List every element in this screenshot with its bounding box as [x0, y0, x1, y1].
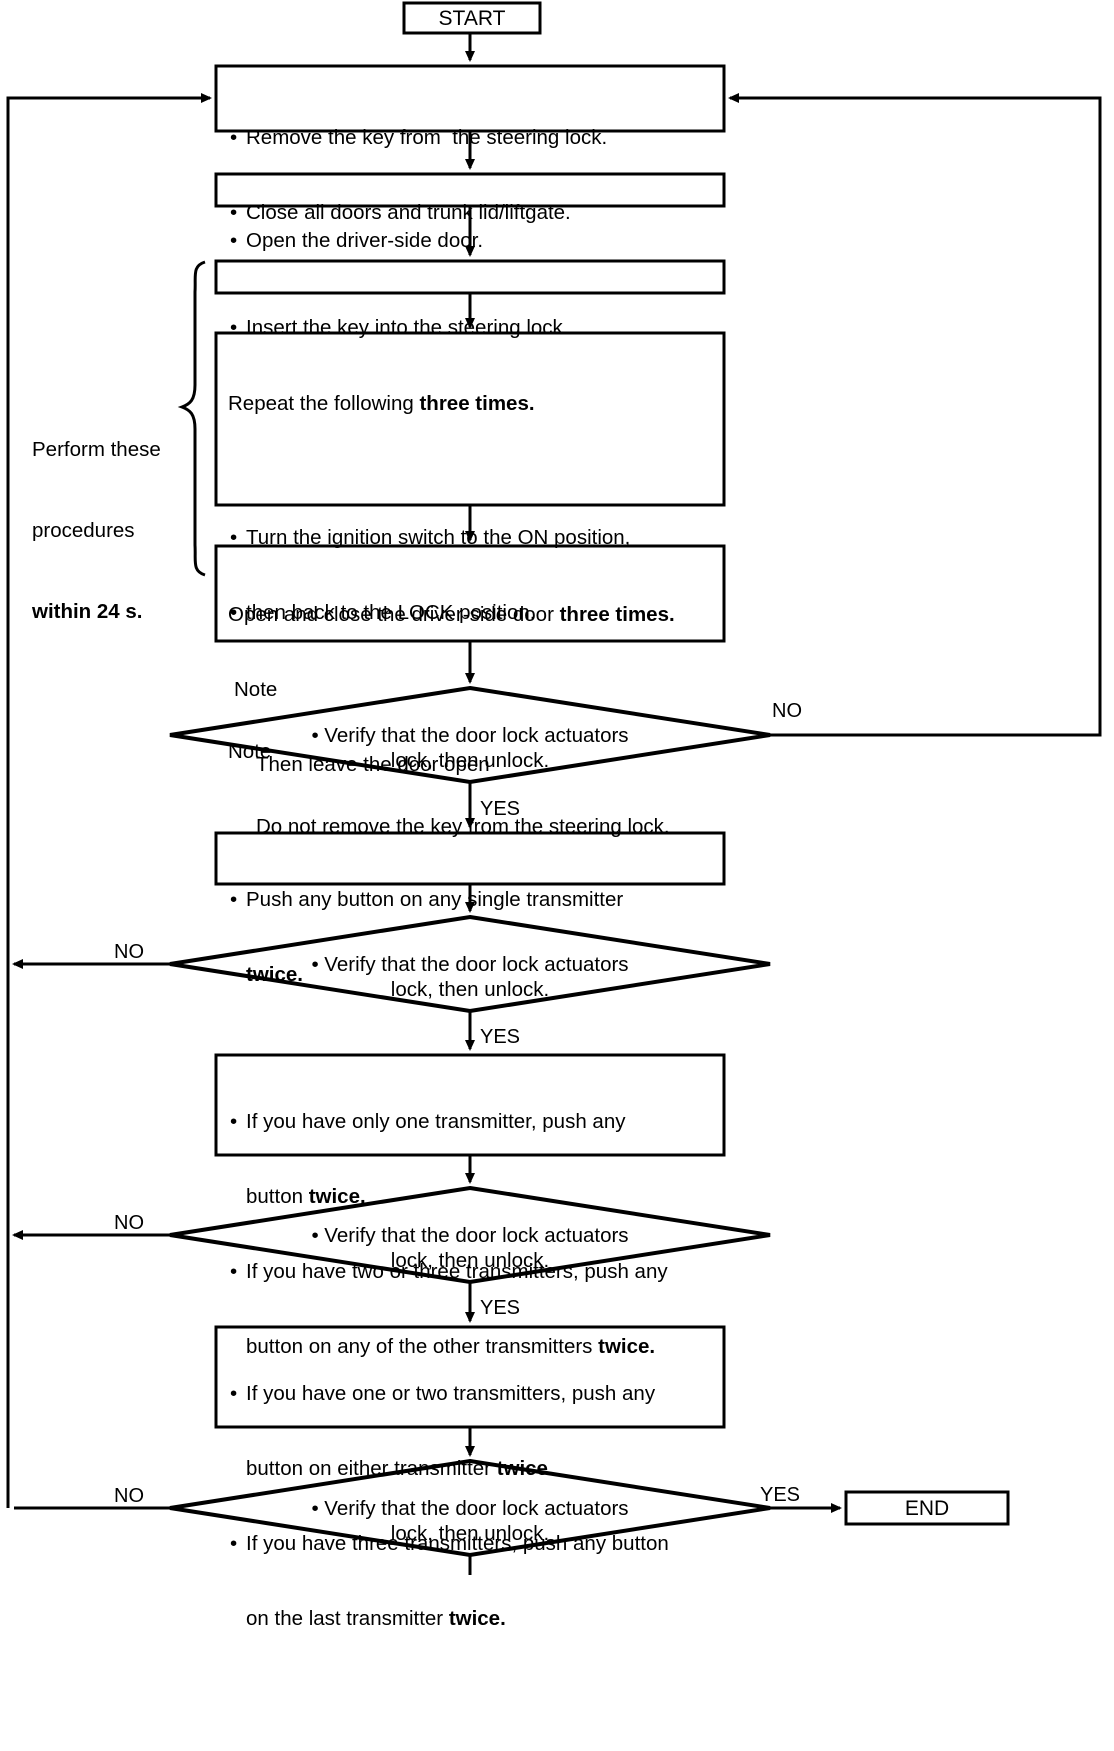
box-repeat-three-note-text: Do not remove the key from the steering …: [256, 815, 670, 838]
box-push-single: Push any button on any single transmitte…: [228, 837, 716, 1037]
edge-d1-no-loop: [728, 93, 1102, 737]
box-push-single-shape: [214, 831, 726, 886]
box-open-close-door-note-text: Then leave the door open: [256, 753, 490, 776]
box-one-or-other-b2-line-2: button on any of the other transmitters …: [228, 1334, 716, 1359]
box-repeat-three-shape: [214, 331, 726, 507]
box-remove-key: Remove the key from the steering lock. C…: [228, 75, 716, 275]
edge-label-d1-yes: YES: [480, 798, 521, 820]
box-repeat-three: Repeat the following three times. Turn t…: [228, 341, 716, 889]
box-last-transmitter-shape: [214, 1325, 726, 1429]
box-last-transmitter-b2-line-2: on the last transmitter twice.: [228, 1606, 716, 1631]
decision-3-label: • Verify that the door lock actuators lo…: [230, 1223, 710, 1273]
timing-brace-line-1: Perform these: [32, 438, 161, 461]
timing-brace-line-2: procedures: [32, 519, 135, 542]
edge-label-d2-no: NO: [114, 941, 144, 963]
box-last-transmitter: If you have one or two transmitters, pus…: [228, 1331, 716, 1681]
box-push-single-line-2: twice.: [246, 963, 303, 986]
timing-brace-label: Perform these procedures within 24 s.: [32, 382, 192, 679]
decision-4-line-2: lock, then unlock.: [390, 1522, 550, 1545]
box-one-or-other-b1-line-2: button twice.: [228, 1184, 716, 1209]
edge-label-d3-yes: YES: [480, 1297, 521, 1319]
box-one-or-other-b2-line-1: If you have two or three transmitters, p…: [228, 1259, 716, 1284]
box-repeat-three-heading-plain: Repeat the following: [228, 392, 420, 415]
decision-1-line-2: lock, then unlock.: [390, 749, 550, 772]
decision-4-line-1: • Verify that the door lock actuators: [311, 1497, 629, 1520]
box-open-close-door-heading: Open and close the driver-side door thre…: [228, 602, 716, 627]
box-one-or-other-b1-line-1: If you have only one transmitter, push a…: [228, 1109, 716, 1134]
timing-brace-line-3: within 24 s.: [32, 600, 143, 623]
decision-1-label: • Verify that the door lock actuators lo…: [230, 723, 710, 773]
box-last-transmitter-b1-line-2: button on either transmitter twice.: [228, 1456, 716, 1481]
decision-2-line-1: • Verify that the door lock actuators: [311, 953, 629, 976]
edge-label-d3-no: NO: [114, 1212, 144, 1234]
box-last-transmitter-b2-line-2-plain: on the last transmitter: [246, 1607, 449, 1630]
box-insert-key-bullet-1: Insert the key into the steering lock.: [228, 315, 716, 340]
edge-left-trunk: [6, 93, 212, 1508]
decision-1-line-1: • Verify that the door lock actuators: [311, 724, 629, 747]
spacer-1: [228, 466, 716, 475]
box-open-close-door: Open and close the driver-side door thre…: [228, 552, 716, 827]
box-last-transmitter-b2-line-2-bold: twice.: [448, 1607, 506, 1630]
box-open-door: Open the driver-side door.: [228, 178, 716, 303]
box-repeat-three-heading-bold: three times.: [419, 392, 535, 415]
edge-label-d1-no: NO: [772, 700, 802, 722]
box-last-transmitter-b2-line-1: If you have three transmitters, push any…: [228, 1531, 716, 1556]
decision-3-line-1: • Verify that the door lock actuators: [311, 1224, 629, 1247]
start-terminal-shape: [402, 1, 542, 35]
box-repeat-three-bullet-line-2-text: then back to the LOCK position.: [246, 601, 536, 624]
box-repeat-three-bullet-line-2: then back to the LOCK position.: [228, 600, 716, 625]
start-terminal-label: START: [438, 7, 506, 30]
timing-brace: [177, 260, 206, 577]
box-one-or-other-b2-line-2-bold: twice.: [598, 1335, 656, 1358]
end-terminal-shape: [844, 1490, 1010, 1526]
box-last-transmitter-b1-line-2-plain: button on either transmitter: [246, 1457, 497, 1480]
decision-4-label: • Verify that the door lock actuators lo…: [230, 1496, 710, 1546]
box-repeat-three-heading: Repeat the following three times.: [228, 391, 716, 416]
box-one-or-other-b1-line-2-plain: button: [246, 1185, 309, 1208]
decision-2-line-2: lock, then unlock.: [390, 978, 550, 1001]
box-remove-key-bullet-1: Remove the key from the steering lock.: [228, 125, 716, 150]
box-one-or-other-b2-line-2-plain: button on any of the other transmitters: [246, 1335, 599, 1358]
end-terminal-label: END: [904, 1497, 950, 1520]
box-one-or-other: If you have only one transmitter, push a…: [228, 1059, 716, 1409]
edge-label-d2-yes: YES: [480, 1026, 521, 1048]
box-open-close-door-heading-plain: Open and close the driver-side door: [228, 603, 560, 626]
edge-label-d4-yes: YES: [760, 1484, 801, 1506]
box-last-transmitter-b1-line-2-bold: twice.: [496, 1457, 554, 1480]
box-open-close-door-note-label: Note: [234, 678, 278, 701]
box-open-close-door-heading-bold: three times.: [559, 603, 675, 626]
box-insert-key: Insert the key into the steering lock.: [228, 265, 716, 390]
box-repeat-three-note-label: Note: [228, 740, 272, 763]
box-open-door-bullet-1: Open the driver-side door.: [228, 228, 716, 253]
box-last-transmitter-b1-line-1: If you have one or two transmitters, pus…: [228, 1381, 716, 1406]
decision-2-label: • Verify that the door lock actuators lo…: [230, 952, 710, 1002]
edge-label-d4-no: NO: [114, 1485, 144, 1507]
box-repeat-three-bullet-line-1: Turn the ignition switch to the ON posit…: [228, 525, 716, 550]
decision-3-line-2: lock, then unlock.: [390, 1249, 550, 1272]
box-remove-key-bullet-2: Close all doors and trunk lid/liftgate.: [228, 200, 716, 225]
box-push-single-line-1: Push any button on any single transmitte…: [228, 887, 716, 912]
box-one-or-other-b1-line-2-bold: twice.: [308, 1185, 366, 1208]
